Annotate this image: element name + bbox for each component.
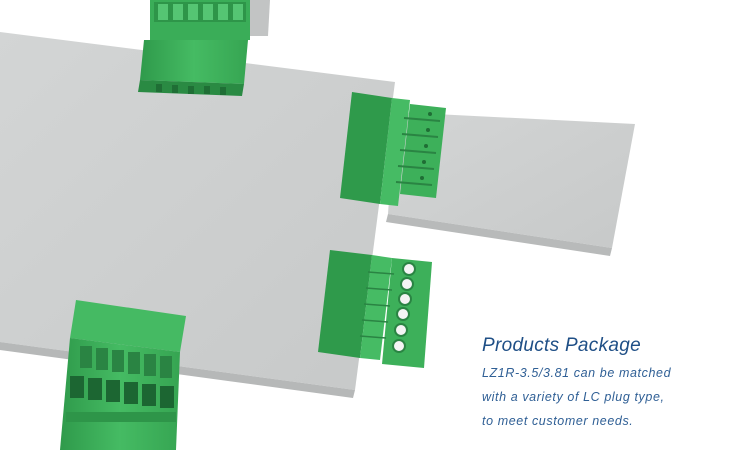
- caption-line-3: to meet customer needs.: [482, 414, 634, 428]
- caption-panel: Products Package LZ1R-3.5/3.81 can be ma…: [457, 318, 750, 450]
- pcb-board-main: [0, 32, 395, 390]
- caption-line-1: LZ1R-3.5/3.81 can be matched: [482, 366, 672, 380]
- terminal-block-top: [138, 0, 250, 96]
- terminal-block-middle: [340, 92, 446, 206]
- pcb-board-top: [246, 0, 270, 36]
- terminal-block-plug: [318, 250, 432, 368]
- terminal-block-bottom: [60, 300, 186, 450]
- caption-line-2: with a variety of LC plug type,: [482, 390, 665, 404]
- caption-title: Products Package: [482, 335, 641, 356]
- pcb-board-right: [388, 112, 635, 248]
